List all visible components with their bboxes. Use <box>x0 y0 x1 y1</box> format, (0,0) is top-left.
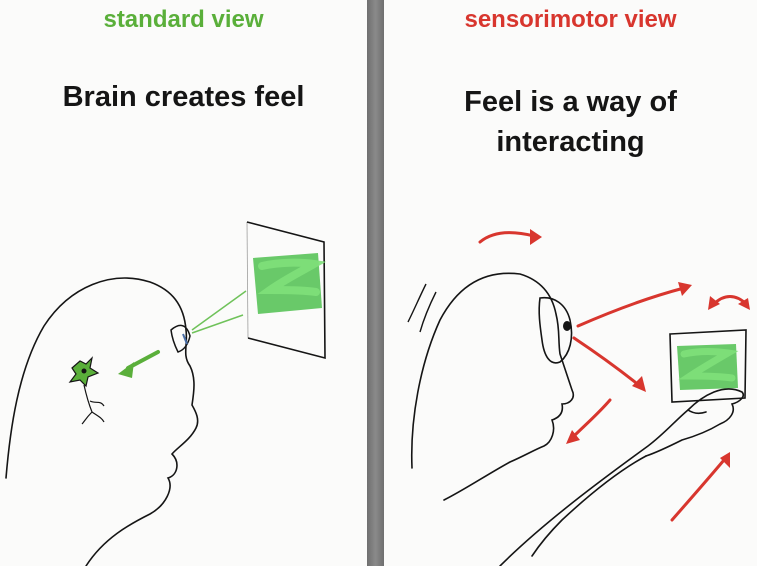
screen-icon <box>669 329 747 403</box>
sensorimotor-view-panel: sensorimotor view Feel is a way of inter… <box>384 0 757 566</box>
head-icon <box>410 272 575 501</box>
motion-lines <box>407 283 437 333</box>
standard-view-label: standard view <box>103 6 264 33</box>
arrow-icon <box>118 350 160 378</box>
panel-divider <box>367 0 384 566</box>
arrowheads <box>530 229 750 468</box>
standard-view-panel: standard view Brain creates feel <box>0 0 367 566</box>
screen-icon <box>246 221 327 360</box>
eye-icon <box>170 324 191 353</box>
light-ray-lines <box>191 290 247 334</box>
glasses-icon <box>538 296 573 364</box>
standard-view-illustration <box>5 221 327 566</box>
head-icon <box>5 277 199 566</box>
sensorimotor-view-illustration <box>407 229 750 566</box>
neuron-icon <box>68 356 105 425</box>
hand-icon <box>499 388 745 566</box>
sensorimotor-view-label: sensorimotor view <box>464 6 677 33</box>
standard-view-headline: Brain creates feel <box>62 81 305 113</box>
sensorimotor-view-headline: Feel is a way of interacting <box>464 86 677 158</box>
